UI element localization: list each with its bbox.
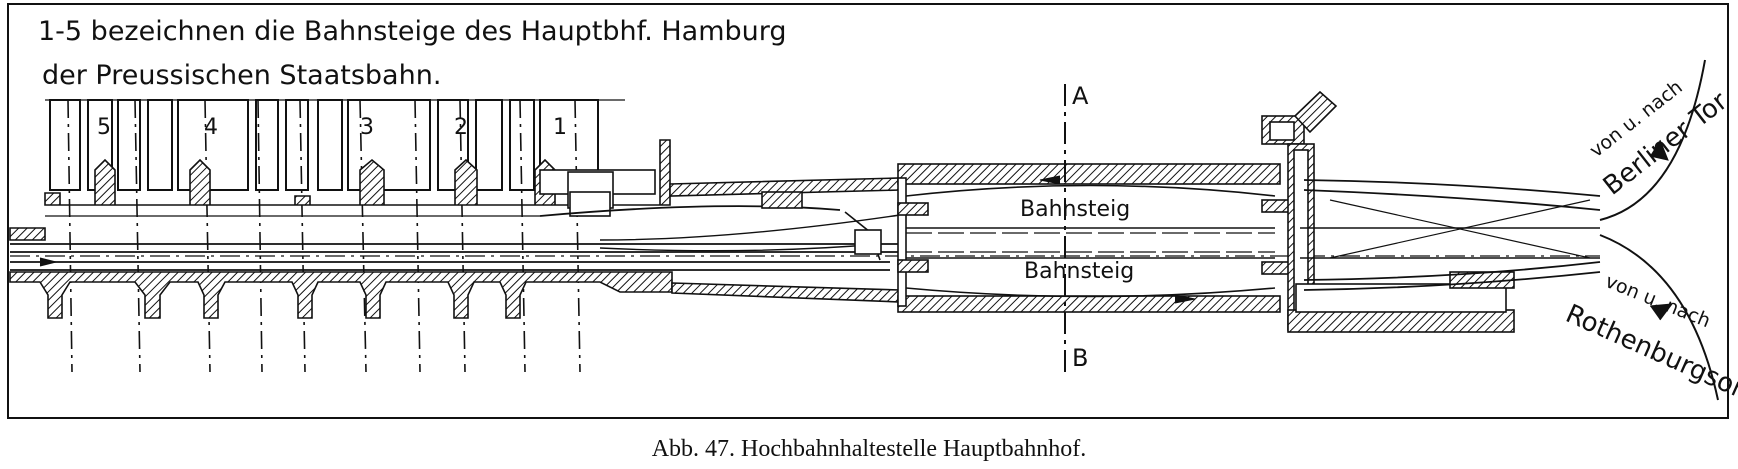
platform-numbers: 5 4 3 2 1 (97, 115, 567, 140)
viaduct-wall-upper (44, 139, 671, 217)
transition-walls (669, 177, 901, 303)
east-stair-tower (1261, 90, 1515, 333)
platform-label-upper: Bahnsteig (1020, 197, 1130, 222)
mainline-platforms (45, 99, 625, 191)
note-line-1: 1-5 bezeichnen die Bahnsteige des Hauptb… (38, 16, 787, 47)
hochbahn-station (897, 163, 1291, 313)
diagram-frame (7, 3, 1729, 419)
mainline-tracks (10, 205, 1600, 271)
platform-number-2: 2 (454, 115, 468, 140)
note-line-2: der Preussischen Staatsbahn. (42, 60, 441, 91)
platform-number-3: 3 (360, 115, 374, 140)
platform-number-4: 4 (204, 115, 218, 140)
platform-label-lower: Bahnsteig (1024, 259, 1134, 284)
branch-tracks (1300, 59, 1719, 401)
viaduct-wall-lower (9, 227, 673, 319)
figure-caption: Abb. 47. Hochbahnhaltestelle Hauptbahnho… (652, 436, 1087, 462)
platform-number-5: 5 (97, 115, 111, 140)
platform-number-1: 1 (553, 115, 567, 140)
section-mark-b: B (1072, 344, 1088, 372)
section-mark-a: A (1072, 82, 1089, 110)
column-axes (67, 99, 581, 373)
